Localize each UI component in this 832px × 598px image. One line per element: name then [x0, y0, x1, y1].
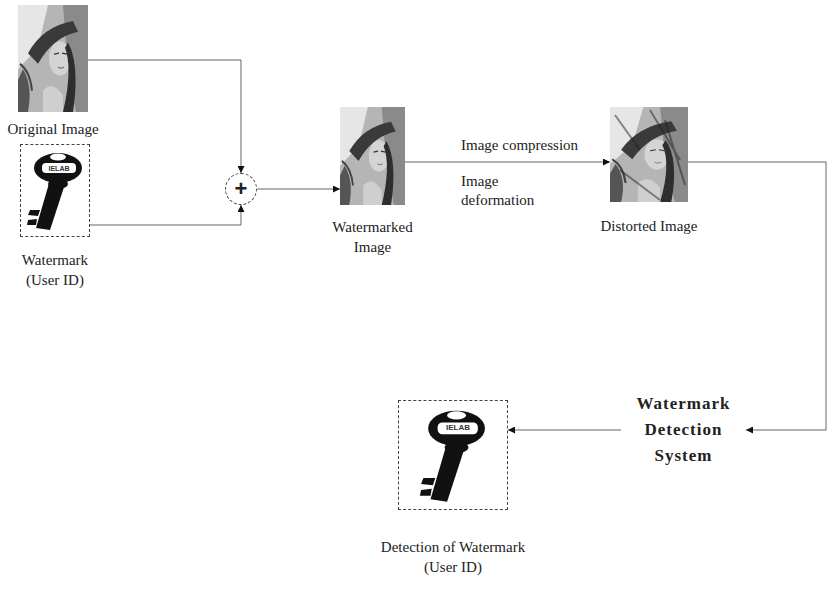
detection-system: Watermark Detection System: [621, 391, 746, 469]
key-icon: [420, 411, 485, 502]
key-icon: [27, 153, 82, 230]
flow-arrow: [257, 189, 340, 190]
flow-arrow: [90, 205, 241, 225]
caption: Detection of Watermark (User ID): [368, 537, 538, 577]
detected-watermark-box: Detection of Watermark (User ID): [398, 400, 508, 510]
system-label: Watermark Detection System: [621, 391, 746, 469]
adder-circle: +: [225, 173, 257, 205]
caption: Distorted Image: [584, 216, 714, 236]
flow-arrow: [88, 60, 241, 173]
image-tile: Distorted Image: [610, 107, 688, 202]
image-tile: Original Image: [18, 5, 88, 112]
caption: Watermark (User ID): [10, 250, 100, 290]
edge-label: Image compression: [461, 136, 578, 155]
key-tag-text: IELAB: [446, 424, 470, 432]
watermarked-image-picture: [340, 107, 405, 205]
edge-note: Image deformation: [461, 172, 551, 210]
caption: Original Image: [0, 119, 113, 139]
key-tag-text: IELAB: [49, 165, 70, 172]
caption: Watermarked Image: [318, 217, 428, 257]
image-tile: Watermarked Image: [340, 107, 405, 205]
distorted-image-picture: [610, 107, 688, 202]
flow-arrow: [508, 430, 621, 431]
flow-arrow: [405, 162, 610, 163]
watermark-box: Watermark (User ID): [20, 144, 90, 237]
original-image-picture: [18, 5, 88, 112]
flow-arrow: [688, 162, 826, 430]
plus-sign: +: [235, 178, 248, 200]
